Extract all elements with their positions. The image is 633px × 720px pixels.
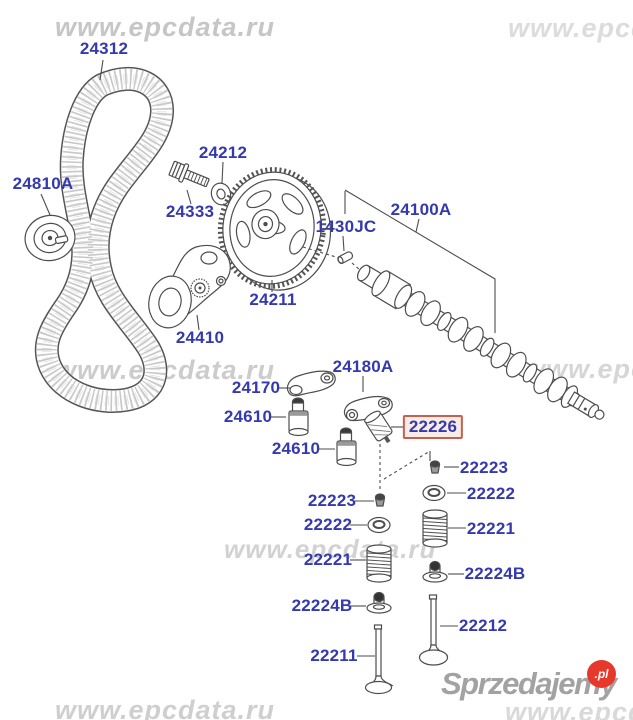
watermark-text: www.epcdata.ru [55,695,276,720]
watermark-text: www.epcdata.ru [224,534,437,564]
valve-22211 [364,624,394,695]
sprzedajemy-pl-badge: .pl [587,660,616,688]
valve-seal-left [366,591,392,614]
watermark-text: www.epcdata.ru [55,12,276,42]
watermark-text: www.epcdata.ru [505,697,633,720]
valve-spring-right [422,509,448,548]
tensioner-pulley [24,214,76,262]
spring-retainer-left [367,516,391,534]
lash-adjuster-lower [336,427,357,467]
watermark-text: www.epcdata.ru [508,13,633,43]
lash-adjuster-upper [288,397,309,437]
valve-keeper-right [429,460,441,474]
camshaft-sprocket [217,167,332,291]
tensioner-assembly [148,244,231,329]
valve-spring-left [366,544,392,583]
spring-retainer-right [422,484,446,502]
timing-belt [34,66,174,413]
rocker-arm-24170 [286,370,336,397]
valve-22212 [418,594,449,666]
valve-seal-right [422,560,448,583]
sprzedajemy-logo: Sprzedajemy .pl [441,660,617,702]
leader-lines [40,59,496,657]
adjusting-screw-22226 [364,410,393,444]
bolt-24333 [168,160,210,188]
camshaft [356,264,605,420]
woodruff-key [337,251,354,265]
valve-keeper-left [374,493,386,507]
